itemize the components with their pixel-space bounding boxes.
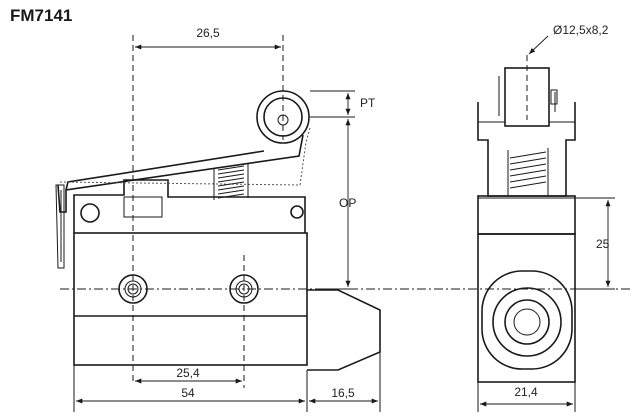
dim-nose-length: 16,5 xyxy=(331,386,355,400)
actuator-nose xyxy=(307,289,381,371)
side-nose xyxy=(481,270,573,370)
dim-side-width: 21,4 xyxy=(514,385,538,399)
switch-body xyxy=(73,232,308,366)
upper-housing xyxy=(73,179,306,233)
dim-side-height: 25 xyxy=(596,237,610,251)
dim-hole-spacing: 25,4 xyxy=(176,366,200,380)
dim-roller-size: Ø12,5x8,2 xyxy=(553,23,609,37)
plunger-block xyxy=(123,196,163,218)
side-upper-block xyxy=(477,195,576,235)
spring xyxy=(213,164,249,200)
dim-pretravel: PT xyxy=(360,96,376,110)
side-view: Ø12,5x8,2 25 21,4 xyxy=(477,23,615,412)
lever-pivot xyxy=(80,203,100,223)
side-body xyxy=(477,233,576,383)
model-title: FM7141 xyxy=(10,6,73,25)
dim-operating-position: OP xyxy=(339,196,356,210)
dim-top-width: 26,5 xyxy=(196,26,220,40)
lever-released-position xyxy=(59,127,311,186)
side-spring xyxy=(507,148,549,196)
lever-arm xyxy=(57,134,304,213)
dim-body-length: 54 xyxy=(181,386,195,400)
small-hole xyxy=(290,205,304,219)
front-view: 26,5 PT OP 25,4 54 16,5 xyxy=(55,26,630,412)
